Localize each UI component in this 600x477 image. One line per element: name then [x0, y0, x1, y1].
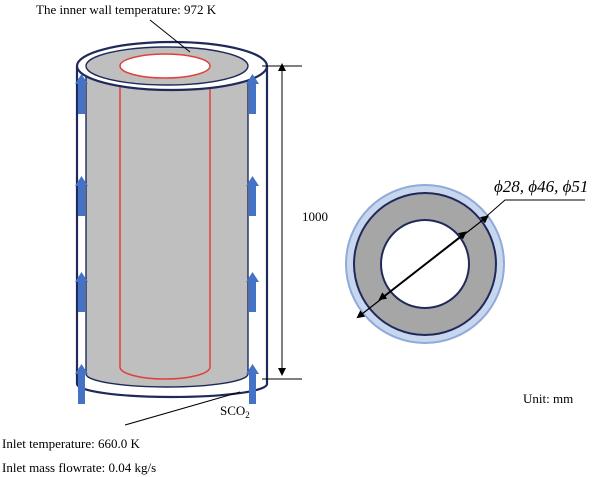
cylinder-3d [75, 40, 269, 404]
inner-wall-top [119, 53, 211, 79]
annulus-bottom [86, 361, 248, 387]
annulus-bottom-rim [85, 373, 249, 388]
flow-arrow-icon [246, 364, 259, 404]
length-label: 1000 [302, 209, 328, 224]
dimension-arrow-icon [356, 215, 489, 319]
flow-arrow-icon [246, 176, 259, 216]
inner-wall-leader-line [149, 19, 191, 53]
inner-wall-temperature-label: The inner wall temperature: 972 K [36, 2, 217, 17]
diameter-leader-line [479, 199, 585, 223]
inlet-mass-flowrate-label: Inlet mass flowrate: 0.04 kg/s [2, 460, 157, 475]
fluid-base: SCO [220, 403, 246, 418]
flow-arrow-icon [75, 176, 88, 216]
flow-arrow-icon [75, 364, 88, 404]
diameters-label: ϕ28, ϕ46, ϕ51 [494, 177, 589, 196]
flow-arrow-icon [246, 272, 259, 312]
inlet-leader-line [124, 391, 241, 426]
flow-arrow-icon [75, 74, 88, 114]
inlet-temperature-label: Inlet temperature: 660.0 K [2, 436, 140, 451]
flow-arrow-icon [246, 74, 259, 114]
inner-wall-bottom [119, 366, 211, 380]
unit-label: Unit: mm [523, 391, 574, 406]
fluid-subscript: 2 [245, 410, 250, 420]
fluid-label: SCO2 [220, 404, 250, 420]
flow-arrow-icon [75, 272, 88, 312]
annulus-body [86, 66, 248, 374]
length-dimension [262, 63, 302, 380]
outer-shell-bottom-rim [75, 383, 269, 399]
cross-section [345, 184, 585, 344]
